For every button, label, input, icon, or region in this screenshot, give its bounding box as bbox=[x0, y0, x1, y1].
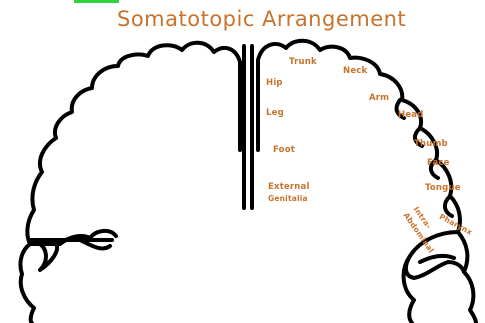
label-thumb: Thumb bbox=[414, 139, 448, 149]
label-face: Face bbox=[427, 158, 450, 168]
label-neck: Neck bbox=[343, 66, 367, 76]
diagram-title: Somatotopic Arrangement bbox=[117, 5, 406, 33]
label-external-genitalia-line2: Genitalia bbox=[268, 194, 308, 203]
left-sulcus-1 bbox=[40, 244, 57, 270]
label-leg: Leg bbox=[266, 108, 284, 118]
label-hip: Hip bbox=[266, 78, 283, 88]
label-arm: Arm bbox=[369, 93, 389, 103]
label-external-genitalia-line1: External bbox=[268, 182, 310, 192]
label-trunk: Trunk bbox=[289, 57, 317, 67]
right-temporal-outline bbox=[404, 256, 414, 323]
left-lower-lobe bbox=[20, 244, 34, 323]
label-foot: Foot bbox=[273, 145, 295, 155]
label-head: Head bbox=[398, 110, 424, 120]
left-hemisphere-outline bbox=[27, 43, 240, 244]
label-tongue: Tongue bbox=[425, 183, 461, 193]
